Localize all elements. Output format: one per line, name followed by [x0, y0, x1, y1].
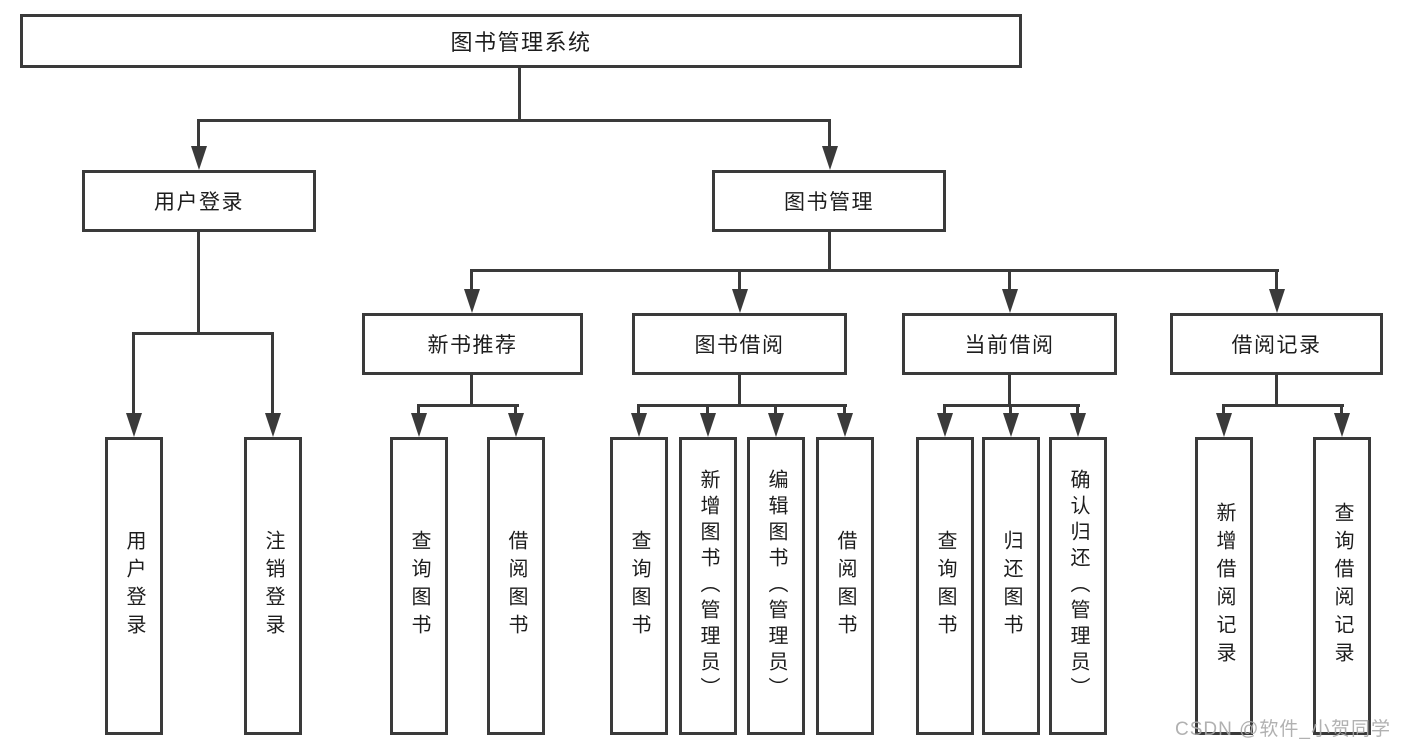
connector-line: [132, 332, 135, 414]
csdn-watermark: CSDN @软件_小贺同学: [1175, 719, 1391, 740]
connector-line: [1340, 404, 1343, 415]
connector-line: [1275, 375, 1278, 407]
leaf-records-query-borrow-record: 查询借阅记录: [1313, 437, 1371, 735]
connector-line: [738, 269, 741, 291]
arrowhead-down-icon: [265, 413, 281, 437]
connector-line: [1009, 404, 1012, 415]
leaf-logout: 注销登录: [244, 437, 302, 735]
connector-line: [197, 119, 200, 148]
arrowhead-down-icon: [631, 413, 647, 437]
connector-line: [132, 332, 274, 335]
leaf-current-confirm-return-admin: 确认归还（管理员）: [1049, 437, 1107, 735]
connector-line: [828, 232, 831, 272]
leaf-newbook-borrow-books: 借阅图书: [487, 437, 545, 735]
arrowhead-down-icon: [822, 146, 838, 170]
connector-line: [843, 404, 846, 415]
arrowhead-down-icon: [1216, 413, 1232, 437]
node-book-borrowing: 图书借阅: [632, 313, 847, 375]
arrowhead-down-icon: [411, 413, 427, 437]
connector-line: [828, 119, 831, 148]
node-new-book-recommend: 新书推荐: [362, 313, 583, 375]
connector-line: [470, 269, 1279, 272]
connector-line: [417, 404, 420, 415]
connector-line: [197, 119, 831, 122]
arrowhead-down-icon: [1002, 289, 1018, 313]
node-borrowing-records: 借阅记录: [1170, 313, 1383, 375]
arrowhead-down-icon: [1070, 413, 1086, 437]
connector-line: [1275, 269, 1278, 291]
connector-line: [943, 404, 946, 415]
leaf-borrow-add-books-admin: 新增图书（管理员）: [679, 437, 737, 735]
connector-line: [1222, 404, 1344, 407]
arrowhead-down-icon: [837, 413, 853, 437]
arrowhead-down-icon: [1003, 413, 1019, 437]
connector-line: [774, 404, 777, 415]
connector-line: [1008, 375, 1011, 407]
connector-line: [197, 232, 200, 335]
arrowhead-down-icon: [508, 413, 524, 437]
connector-line: [637, 404, 847, 407]
connector-line: [706, 404, 709, 415]
leaf-borrow-borrow-books: 借阅图书: [816, 437, 874, 735]
connector-line: [1076, 404, 1079, 415]
connector-line: [470, 269, 473, 291]
arrowhead-down-icon: [191, 146, 207, 170]
connector-line: [1008, 269, 1011, 291]
arrowhead-down-icon: [464, 289, 480, 313]
node-current-borrowing: 当前借阅: [902, 313, 1117, 375]
leaf-current-return-books: 归还图书: [982, 437, 1040, 735]
leaf-current-query-books: 查询图书: [916, 437, 974, 735]
connector-line: [738, 375, 741, 407]
connector-line: [1222, 404, 1225, 415]
leaf-records-add-borrow-record: 新增借阅记录: [1195, 437, 1253, 735]
leaf-borrow-edit-books-admin: 编辑图书（管理员）: [747, 437, 805, 735]
connector-line: [518, 68, 521, 120]
arrowhead-down-icon: [732, 289, 748, 313]
arrowhead-down-icon: [1269, 289, 1285, 313]
leaf-user-login: 用户登录: [105, 437, 163, 735]
connector-line: [271, 332, 274, 414]
leaf-newbook-query-books: 查询图书: [390, 437, 448, 735]
arrowhead-down-icon: [768, 413, 784, 437]
connector-line: [637, 404, 640, 415]
arrowhead-down-icon: [937, 413, 953, 437]
leaf-borrow-query-books: 查询图书: [610, 437, 668, 735]
arrowhead-down-icon: [700, 413, 716, 437]
connector-line: [470, 375, 473, 407]
connector-line: [417, 404, 519, 407]
node-root-library-system: 图书管理系统: [20, 14, 1022, 68]
arrowhead-down-icon: [1334, 413, 1350, 437]
node-user-login: 用户登录: [82, 170, 316, 232]
node-book-management: 图书管理: [712, 170, 946, 232]
connector-line: [514, 404, 517, 415]
arrowhead-down-icon: [126, 413, 142, 437]
